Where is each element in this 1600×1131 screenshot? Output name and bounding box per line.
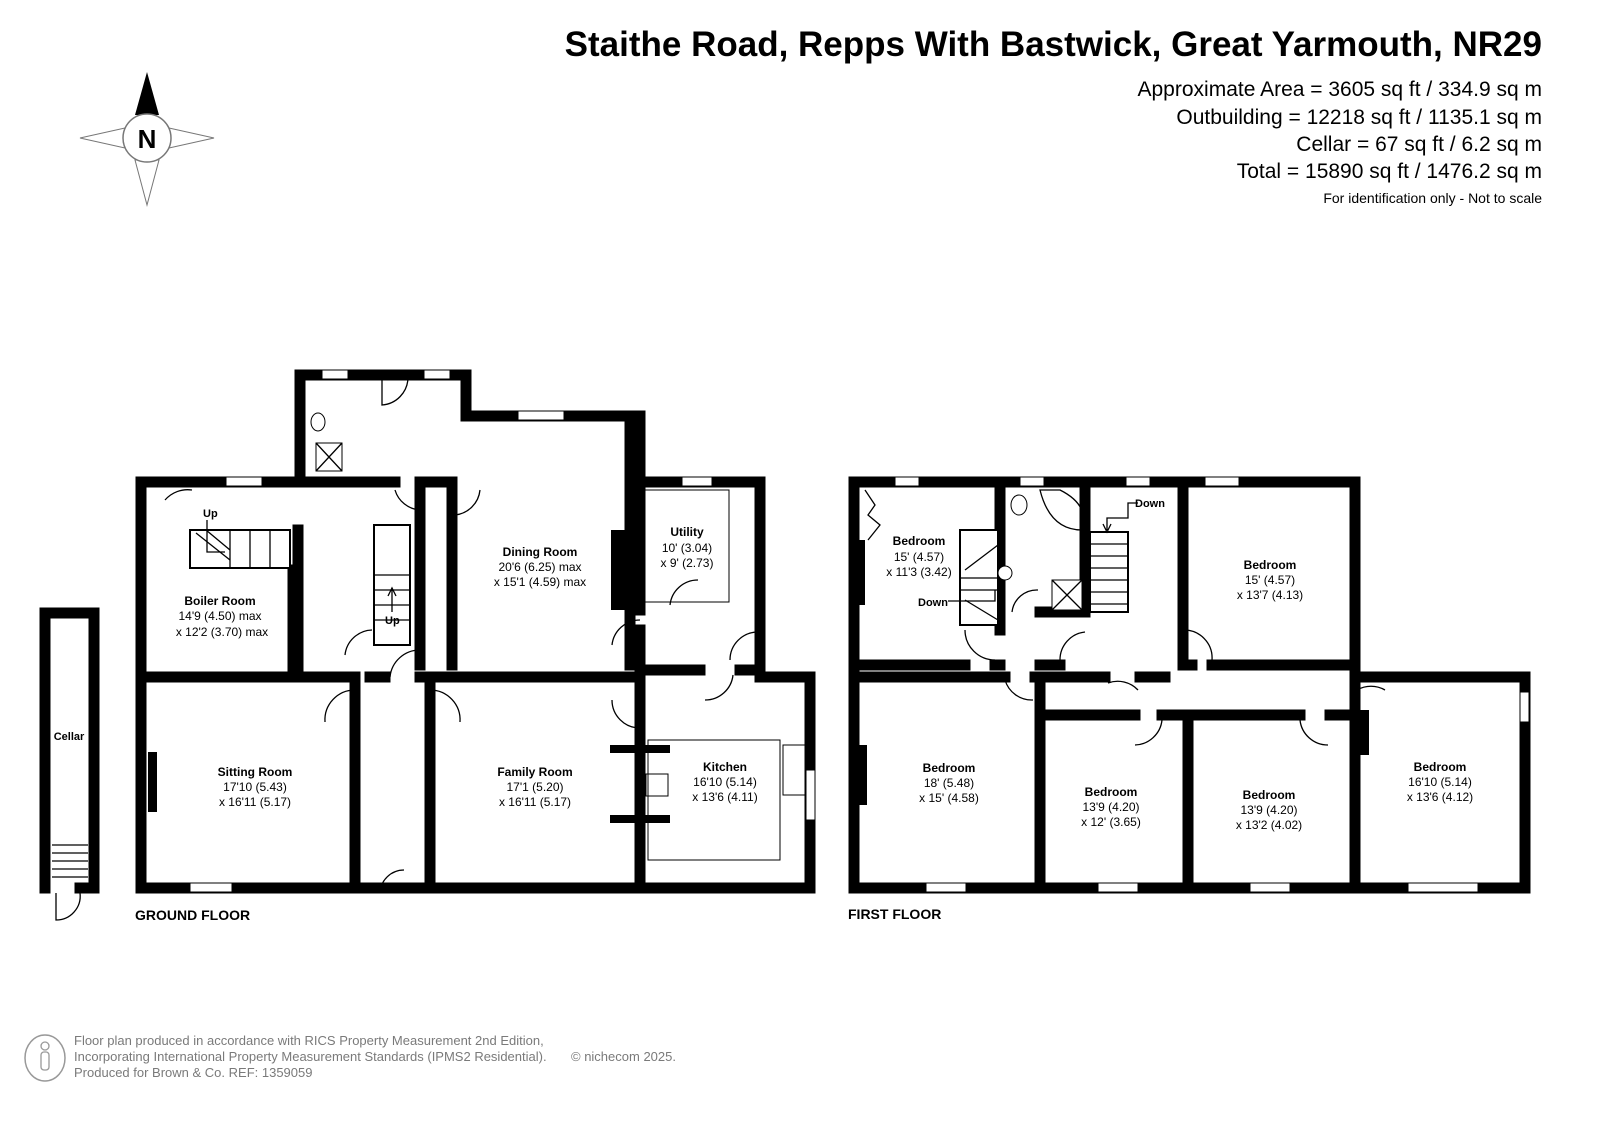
svg-text:Bedroom: Bedroom: [1244, 558, 1297, 572]
svg-text:16'10 (5.14): 16'10 (5.14): [1408, 775, 1472, 789]
stair-label-up: Up: [385, 615, 400, 627]
area-outbuilding: Outbuilding = 12218 sq ft / 1135.1 sq m: [1176, 106, 1542, 129]
room-bedroom-1: Bedroom 15' (4.57) x 11'3 (3.42): [886, 534, 951, 579]
svg-text:15' (4.57): 15' (4.57): [1245, 573, 1295, 587]
scale-disclaimer: For identification only - Not to scale: [1323, 190, 1542, 206]
first-floor-label: FIRST FLOOR: [848, 906, 941, 922]
room-bedroom-4: Bedroom 13'9 (4.20) x 12' (3.65): [1081, 785, 1141, 829]
svg-text:13'9 (4.20): 13'9 (4.20): [1241, 803, 1298, 817]
area-total: Total = 15890 sq ft / 1476.2 sq m: [1237, 160, 1542, 183]
svg-text:Sitting Room: Sitting Room: [218, 765, 293, 779]
svg-text:x 12' (3.65): x 12' (3.65): [1081, 815, 1141, 829]
footer-copyright: © nichecom 2025.: [571, 1049, 676, 1064]
footer-line-2: Incorporating International Property Mea…: [74, 1049, 547, 1064]
svg-text:x 16'11 (5.17): x 16'11 (5.17): [499, 795, 571, 809]
svg-text:x 13'6 (4.11): x 13'6 (4.11): [692, 790, 757, 804]
svg-text:10' (3.04): 10' (3.04): [662, 541, 712, 555]
svg-text:x 13'7 (4.13): x 13'7 (4.13): [1237, 588, 1303, 602]
svg-text:Bedroom: Bedroom: [1243, 788, 1296, 802]
svg-text:Utility: Utility: [670, 525, 704, 539]
cellar-plan: Cellar: [39, 607, 100, 921]
room-bedroom-6: Bedroom 16'10 (5.14) x 13'6 (4.12): [1407, 760, 1473, 804]
room-dining-room: Dining Room 20'6 (6.25) max x 15'1 (4.59…: [494, 545, 586, 589]
stair-label-down: Down: [918, 597, 948, 609]
compass-north-label: N: [138, 124, 157, 154]
compass-icon: N: [79, 72, 215, 207]
footer-line-1: Floor plan produced in accordance with R…: [74, 1033, 544, 1048]
svg-text:Bedroom: Bedroom: [1085, 785, 1138, 799]
stair-label-up: Up: [203, 508, 218, 520]
footer-line-3: Produced for Brown & Co. REF: 1359059: [74, 1065, 312, 1080]
svg-text:x 15' (4.58): x 15' (4.58): [919, 791, 979, 805]
svg-text:x 12'2 (3.70) max: x 12'2 (3.70) max: [176, 625, 268, 639]
svg-text:Bedroom: Bedroom: [923, 761, 976, 775]
stair-label-down: Down: [1135, 498, 1165, 510]
svg-text:x 13'2 (4.02): x 13'2 (4.02): [1236, 818, 1302, 832]
room-bedroom-2: Bedroom 15' (4.57) x 13'7 (4.13): [1237, 558, 1303, 602]
cellar-label: Cellar: [54, 731, 85, 743]
room-sitting-room: Sitting Room 17'10 (5.43) x 16'11 (5.17): [218, 765, 293, 809]
svg-text:x 15'1 (4.59) max: x 15'1 (4.59) max: [494, 575, 586, 589]
svg-text:20'6 (6.25) max: 20'6 (6.25) max: [499, 560, 582, 574]
ground-floor-plan: [135, 369, 816, 894]
svg-text:x 11'3 (3.42): x 11'3 (3.42): [886, 565, 951, 579]
svg-text:Boiler Room: Boiler Room: [184, 594, 255, 608]
svg-text:13'9 (4.20): 13'9 (4.20): [1083, 800, 1140, 814]
ground-floor-label: GROUND FLOOR: [135, 907, 250, 923]
svg-text:x 9' (2.73): x 9' (2.73): [661, 556, 714, 570]
svg-text:14'9 (4.50) max: 14'9 (4.50) max: [179, 609, 262, 623]
room-boiler-room: Boiler Room 14'9 (4.50) max x 12'2 (3.70…: [176, 594, 268, 639]
person-icon: [24, 1034, 66, 1082]
area-approx: Approximate Area = 3605 sq ft / 334.9 sq…: [1138, 78, 1543, 101]
room-bedroom-5: Bedroom 13'9 (4.20) x 13'2 (4.02): [1236, 788, 1302, 832]
room-family-room: Family Room 17'1 (5.20) x 16'11 (5.17): [497, 765, 572, 809]
svg-text:Bedroom: Bedroom: [1414, 760, 1467, 774]
svg-text:18' (5.48): 18' (5.48): [924, 776, 974, 790]
svg-text:15' (4.57): 15' (4.57): [894, 550, 944, 564]
svg-text:17'10 (5.43): 17'10 (5.43): [223, 780, 287, 794]
svg-text:x 13'6 (4.12): x 13'6 (4.12): [1407, 790, 1473, 804]
area-cellar: Cellar = 67 sq ft / 6.2 sq m: [1296, 133, 1542, 156]
svg-text:Family Room: Family Room: [497, 765, 572, 779]
svg-text:Bedroom: Bedroom: [893, 534, 946, 548]
svg-text:Kitchen: Kitchen: [703, 760, 747, 774]
room-kitchen: Kitchen 16'10 (5.14) x 13'6 (4.11): [692, 760, 757, 804]
room-utility: Utility 10' (3.04) x 9' (2.73): [661, 525, 714, 570]
first-floor-plan: [848, 476, 1531, 894]
svg-text:16'10 (5.14): 16'10 (5.14): [693, 775, 757, 789]
svg-text:x 16'11 (5.17): x 16'11 (5.17): [219, 795, 291, 809]
svg-text:Dining Room: Dining Room: [503, 545, 578, 559]
room-bedroom-3: Bedroom 18' (5.48) x 15' (4.58): [919, 761, 979, 805]
svg-text:17'1 (5.20): 17'1 (5.20): [507, 780, 564, 794]
property-title: Staithe Road, Repps With Bastwick, Great…: [565, 25, 1542, 64]
